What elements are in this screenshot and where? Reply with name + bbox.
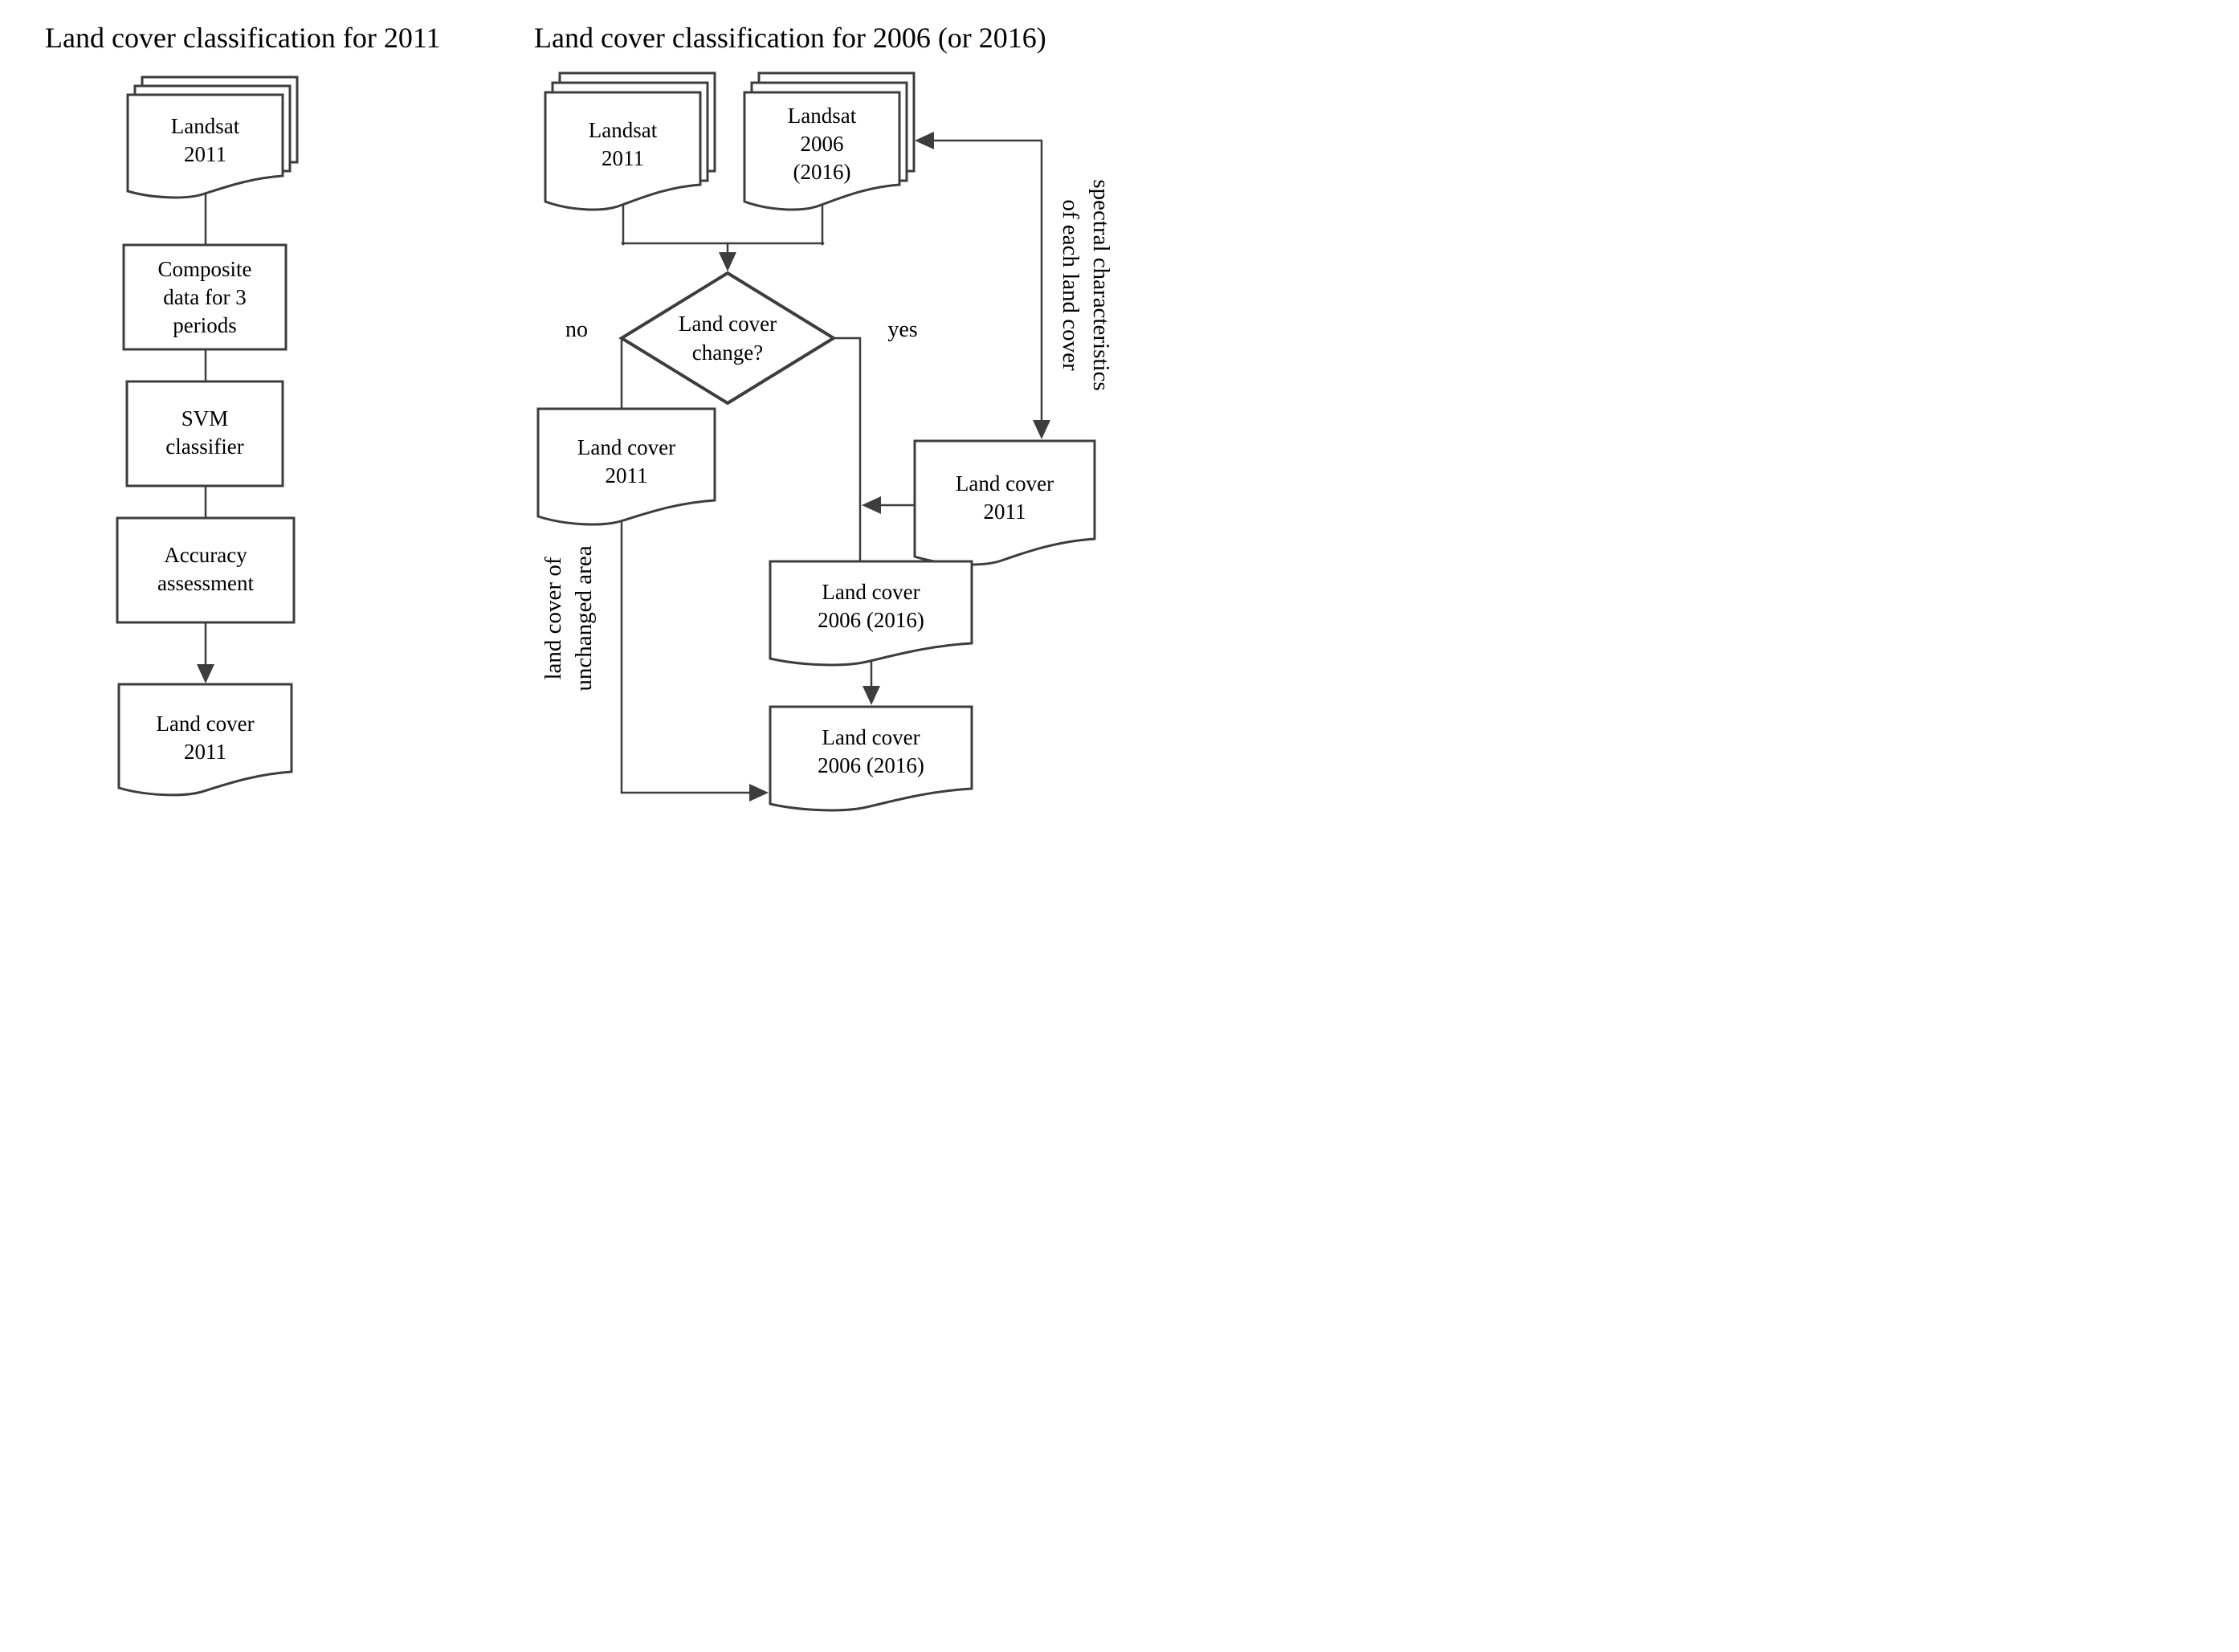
label-line: of each land cover (1058, 199, 1083, 371)
landcover2011-doc-label: Land cover 2011 (119, 710, 292, 766)
landcover2011-no-doc-shape (536, 407, 716, 526)
spectral-characteristics-label: spectral characteristics of each land co… (1055, 179, 1116, 390)
landcover2006-mid-doc-label: Land cover 2006 (2016) (770, 578, 972, 634)
label-line: 2006 (2016) (818, 753, 924, 777)
label-line: land cover of (540, 557, 566, 680)
label-line: 2011 (602, 146, 644, 170)
svm-box-shape (125, 380, 284, 487)
arrow-left-icon (915, 132, 934, 149)
document-shape (743, 91, 901, 211)
landcover2011-doc-shape (117, 683, 293, 797)
arrow-down-icon (197, 664, 214, 683)
label-line: Land cover (955, 471, 1054, 496)
label-line: Land cover (822, 725, 920, 749)
label-line: Land cover (156, 712, 255, 736)
composite-box-shape (122, 243, 288, 351)
composite-box-label: Composite data for 3 periods (124, 255, 286, 340)
arrow-right-icon (749, 784, 769, 802)
yes-branch-label: yes (887, 317, 918, 342)
document-shape (126, 93, 284, 199)
label-line: Landsat (170, 114, 240, 138)
decision-diamond-shape (618, 271, 837, 406)
label-line: periods (173, 313, 237, 337)
label-line: 2011 (184, 142, 226, 166)
label-line: 2011 (605, 463, 648, 487)
landsat-2011-right-stack-label: Landsat 2011 (547, 116, 699, 173)
landsat-2011-stack-right (544, 71, 716, 211)
landsat-2006-stack-label: Landsat 2006 (2016) (746, 102, 898, 186)
landcover2006-mid-doc-shape (769, 560, 973, 667)
label-line: 2006 (2016) (818, 608, 924, 632)
label-line: spectral characteristics (1088, 179, 1114, 391)
label-line: Land cover (577, 435, 676, 459)
connector-spectral-path (932, 139, 1043, 422)
arrow-down-icon (1033, 420, 1050, 439)
arrow-down-icon (719, 252, 736, 271)
landcover2006-final-doc-shape (769, 705, 973, 812)
label-line: Accuracy (164, 543, 247, 567)
landsat-2011-stack-left (126, 75, 299, 199)
label-line: assessment (157, 571, 254, 595)
right-chart-title: Land cover classification for 2006 (or 2… (534, 22, 1046, 54)
label-line: Composite (157, 257, 252, 281)
landsat-2006-stack (743, 71, 916, 211)
diagram-shapes-layer (116, 71, 1096, 812)
decision-diamond-label: Land cover change? (631, 309, 824, 367)
label-line: SVM (181, 406, 229, 430)
arrowheads (197, 132, 1050, 802)
no-branch-label: no (565, 317, 588, 342)
label-line: 2006 (800, 132, 844, 156)
unchanged-area-label: land cover of unchanged area (538, 545, 599, 691)
label-line: Land cover (822, 580, 920, 604)
label-line: Landsat (787, 104, 857, 128)
label-line: 2011 (983, 500, 1026, 524)
label-line: Landsat (588, 118, 658, 142)
svm-box-label: SVM classifier (127, 405, 283, 461)
landcover2011-spectral-doc-label: Land cover 2011 (915, 470, 1095, 526)
document-shape (544, 91, 702, 211)
accuracy-box-label: Accuracy assessment (117, 541, 294, 598)
label-line: unchanged area (571, 545, 597, 691)
label-line: classifier (165, 434, 244, 459)
arrow-left-icon (862, 496, 881, 514)
label-line: data for 3 (163, 285, 247, 309)
label-line: change? (691, 341, 764, 365)
label-line: Land cover (678, 312, 777, 336)
arrow-down-icon (863, 686, 880, 705)
label-line: 2011 (184, 740, 226, 764)
label-line: (2016) (793, 160, 851, 184)
flowchart-canvas: Land cover classification for 2011 Land … (0, 0, 1120, 826)
connector-yes-path (831, 337, 862, 564)
landsat-2011-stack-label: Landsat 2011 (129, 112, 281, 169)
accuracy-box-shape (116, 516, 296, 624)
left-chart-title: Land cover classification for 2011 (45, 22, 441, 54)
landcover2011-no-doc-label: Land cover 2011 (538, 434, 715, 490)
landcover2006-final-doc-label: Land cover 2006 (2016) (770, 724, 972, 780)
